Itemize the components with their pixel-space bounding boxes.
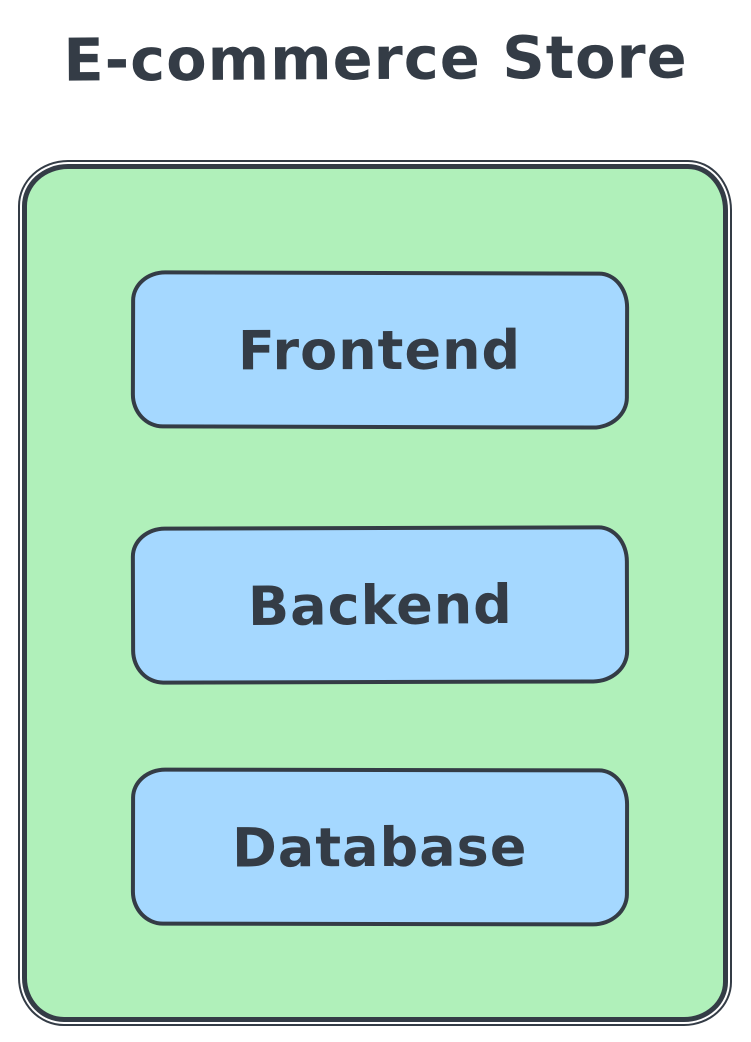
node-backend-label: Backend (247, 572, 513, 638)
diagram-title: E-commerce Store (63, 22, 688, 95)
node-database-label: Database (232, 814, 528, 880)
ecommerce-store-container: Frontend Backend Database (18, 160, 732, 1026)
node-frontend: Frontend (130, 270, 630, 430)
node-database: Database (130, 767, 630, 927)
node-backend: Backend (130, 525, 630, 685)
node-frontend-label: Frontend (238, 318, 522, 382)
